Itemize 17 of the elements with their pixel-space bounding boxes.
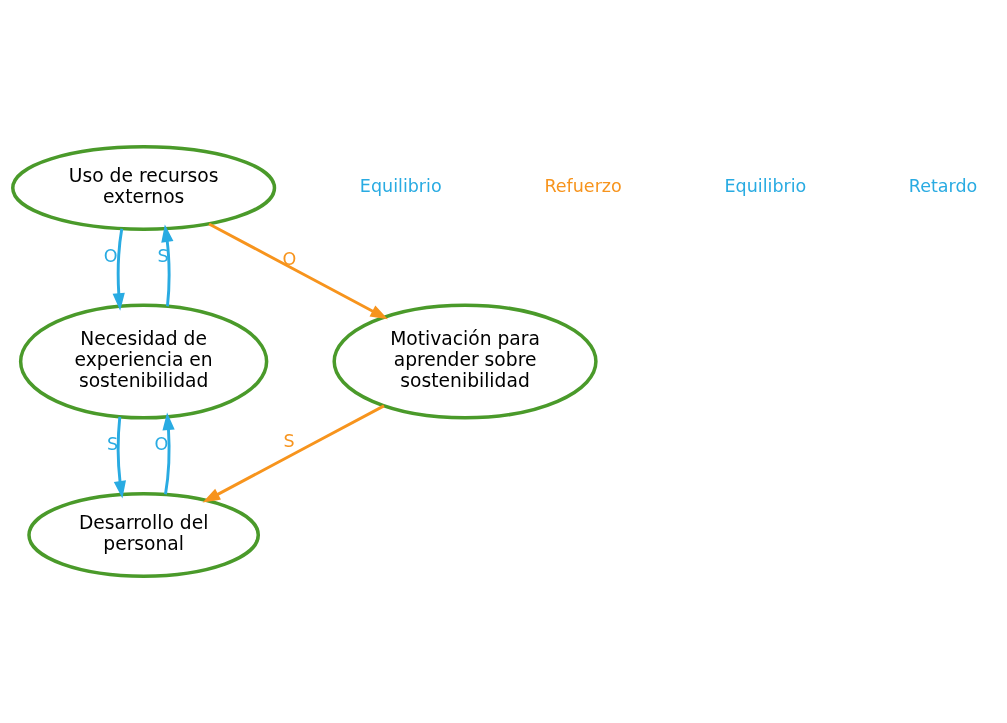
arrow [113, 416, 126, 499]
edge-label: O [282, 248, 297, 269]
arrow [162, 412, 175, 495]
arrow [112, 228, 125, 311]
label: Equilibrio [359, 176, 442, 197]
edge-label: O [103, 245, 118, 266]
label: Equilibrio [724, 176, 807, 197]
edge-label: S [283, 431, 295, 452]
node-ellipse: Desarrollo del personal [27, 492, 261, 578]
edge-label: O [154, 433, 169, 454]
label: Retardo [908, 176, 978, 197]
node-ellipse: Uso de recursos externos [11, 145, 277, 231]
arrow [208, 222, 388, 320]
arrow [202, 404, 385, 503]
edge-label: S [106, 433, 119, 454]
node-ellipse: Necesidad de experiencia en sostenibilidad [18, 303, 269, 420]
label: Refuerzo [544, 176, 622, 197]
